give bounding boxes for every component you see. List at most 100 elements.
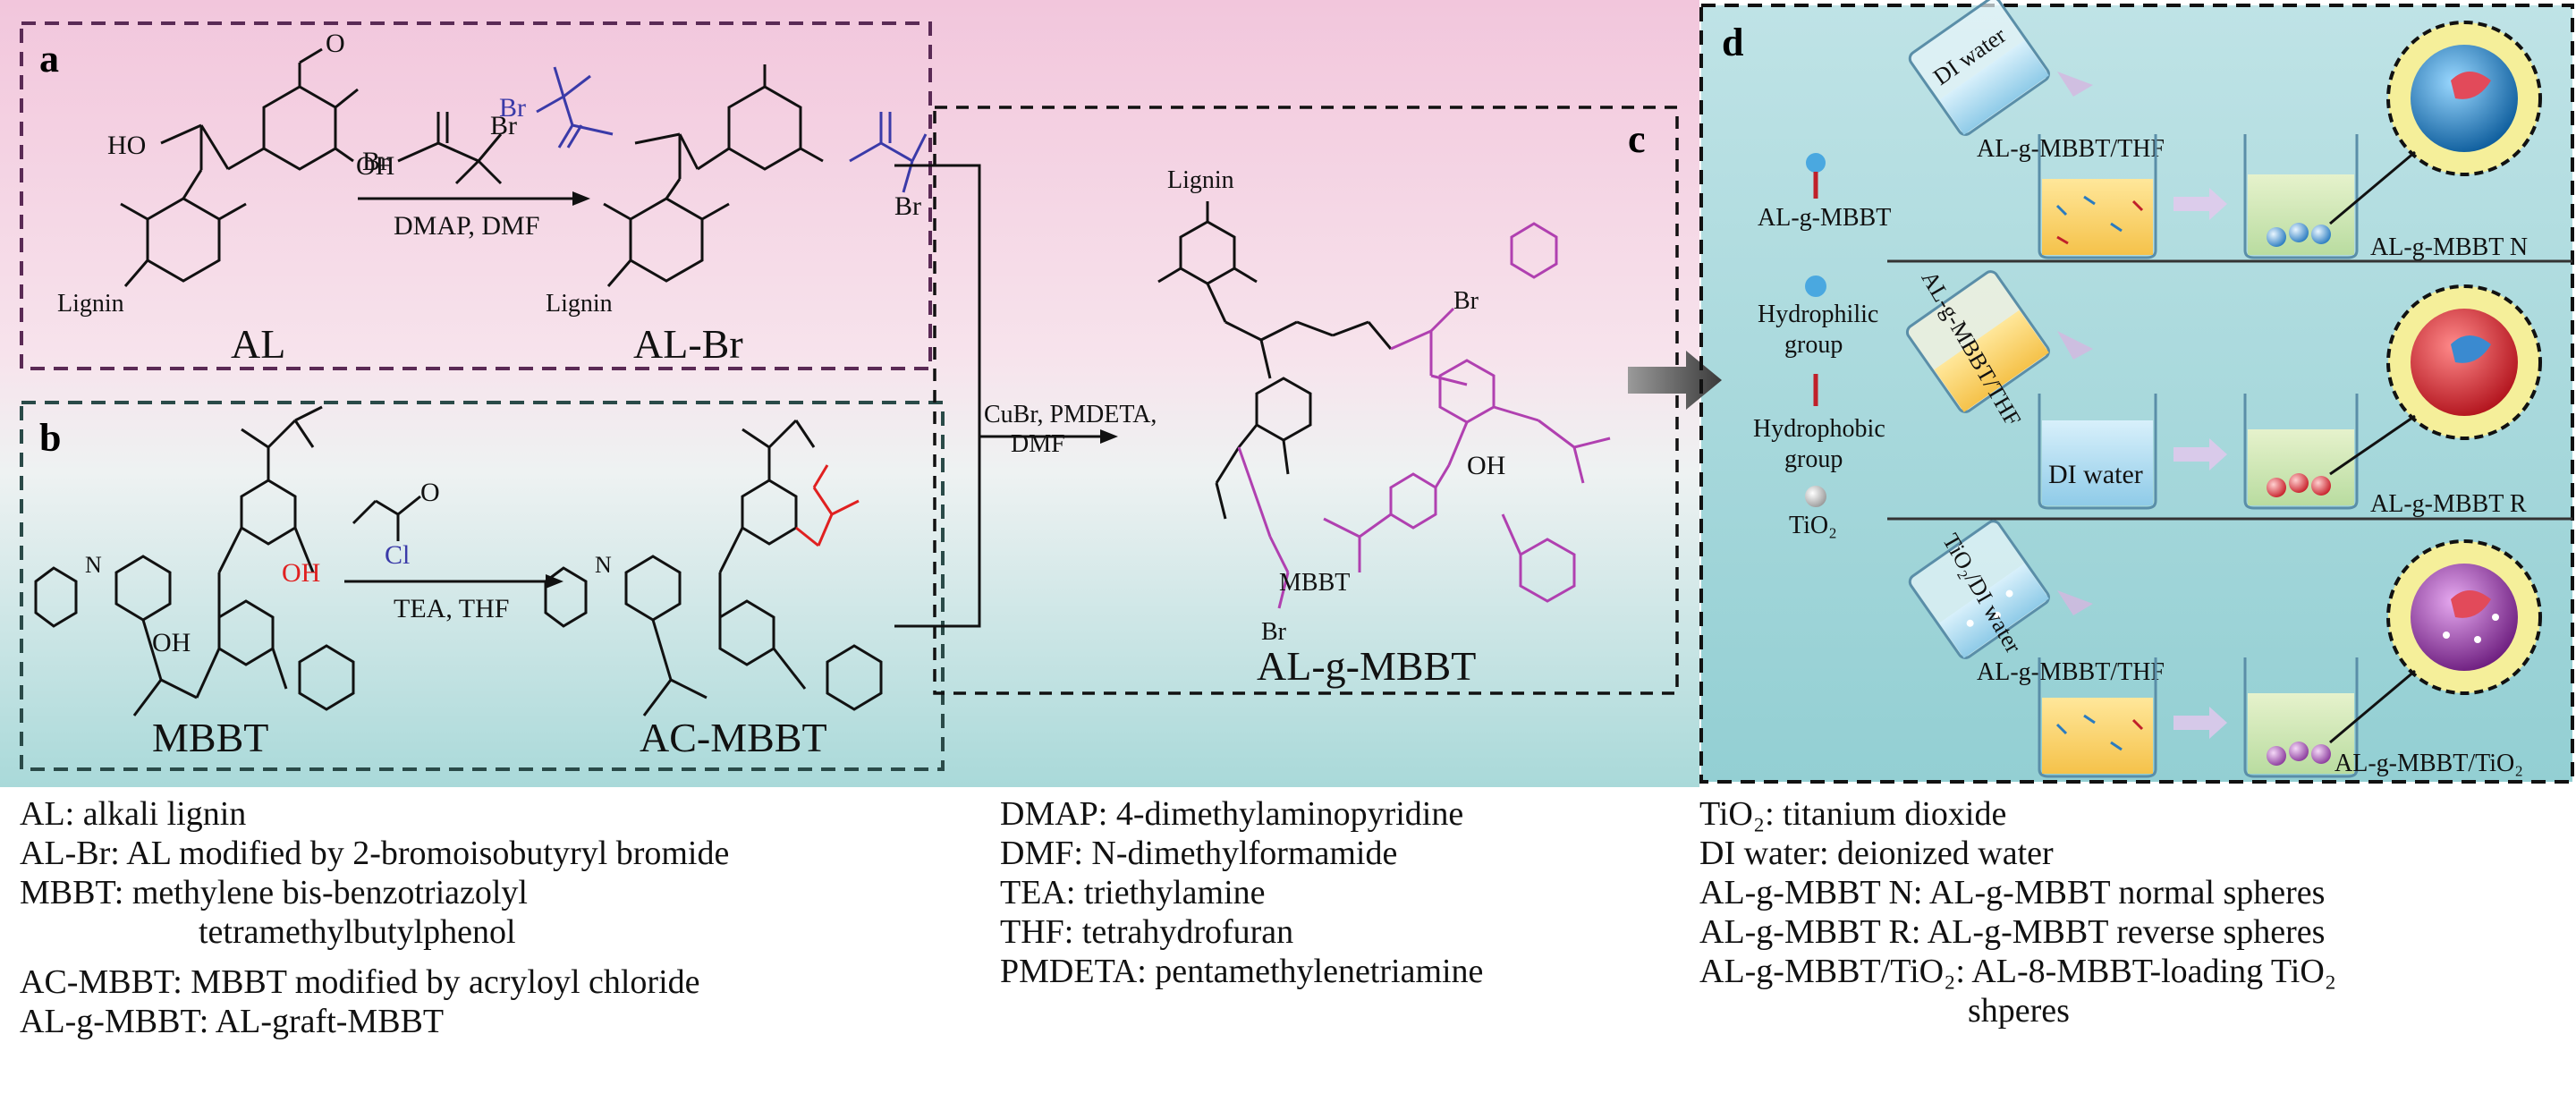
row-3-beaker-label: AL-g-MBBT/THF (1977, 658, 2165, 686)
panel-c-frame (933, 106, 1679, 695)
glossary-di-water: DI water: deionized water (1699, 835, 2054, 872)
row-2-stream-arrow (2057, 331, 2093, 360)
beaker-green-3 (2243, 657, 2359, 778)
glossary-ac-mbbt: AC-MBBT: MBBT modified by acryloyl chlor… (20, 963, 700, 1001)
glossary-mbbt-cont: tetramethylbutylphenol (199, 913, 516, 951)
sphere-tio2-cut (2451, 590, 2491, 618)
pour-beaker-2 (1905, 270, 2050, 413)
row-1-result: AL-g-MBBT N (2370, 233, 2528, 261)
al-g-mbbt-lignin-core (1157, 201, 1393, 520)
reaction-arrowhead-a (572, 191, 590, 206)
panel-b-label: b (39, 416, 61, 460)
glossary-tio2: TiO₂: titanium dioxide (1699, 795, 2007, 833)
row-1-stream-arrow (2057, 72, 2093, 97)
glossary-pmdeta: PMDETA: pentamethylenetriamine (1000, 953, 1484, 990)
legend-hydrophilic-2: group (1784, 331, 1843, 359)
beaker-green-1 (2243, 134, 2359, 259)
c-br-top: Br (1453, 287, 1479, 315)
conditions-b: TEA, THF (394, 594, 509, 623)
panel-c: c Lignin (933, 106, 1679, 695)
beaker-green-2 (2243, 394, 2359, 510)
panel-b: b OH OH N MBBT (20, 401, 945, 771)
row-1-flow-arrow (2174, 188, 2227, 220)
al-br-lignin-label: Lignin (546, 290, 613, 318)
row-2-beaker-label: DI water (2048, 460, 2143, 489)
panel-a: a HO OH O Lignin AL (20, 21, 932, 370)
panel-d: d AL-g-MBBT Hydrophilic group Hydrophobi… (1699, 0, 2574, 784)
glossary-tea: TEA: triethylamine (1000, 874, 1266, 911)
reaction-arrowhead-c (1100, 429, 1118, 444)
row-2-flow-arrow (2174, 438, 2227, 470)
reagent-cl: Cl (385, 540, 410, 570)
al-br-structure (603, 64, 824, 287)
al-ome-label: O (326, 29, 345, 58)
glossary-al-g-mbbt-r: AL-g-MBBT R: AL-g-MBBT reverse spheres (1699, 913, 2326, 951)
beaker-yellow-3 (2038, 657, 2157, 778)
legend-hydrophobic-1: Hydrophobic (1753, 415, 1885, 443)
glossary-al: AL: alkali lignin (20, 795, 247, 833)
beaker-yellow-1 (2038, 134, 2157, 259)
al-name: AL (231, 321, 285, 367)
mbbt-n-label: N (85, 552, 102, 578)
reaction-scheme-figure: a HO OH O Lignin AL (0, 0, 2574, 787)
transition-arrow (1628, 351, 1722, 410)
al-br-bromo-groups (536, 66, 928, 193)
glossary-column-2: DMAP: 4-dimethylaminopyridine DMF: N-dim… (1000, 794, 1483, 991)
graft-chains (1237, 222, 1611, 609)
acryloyl-chloride (352, 495, 421, 541)
connector-a-to-c (894, 164, 981, 437)
panel-d-label: d (1722, 21, 1743, 64)
panel-c-label: c (1628, 117, 1646, 161)
c-mbbt-label: MBBT (1279, 569, 1350, 597)
al-lignin-label: Lignin (57, 290, 124, 318)
panel-d-frame (1699, 4, 2574, 784)
glossary-al-g-mbbt: AL-g-MBBT: AL-graft-MBBT (20, 1003, 445, 1040)
glossary-column-3: TiO₂: titanium dioxide DI water: deioniz… (1699, 794, 2336, 1030)
mbbt-structure (34, 405, 355, 716)
al-oh-label: OH (356, 151, 394, 181)
row-2-result: AL-g-MBBT R (2370, 490, 2527, 518)
glossary-thf: THF: tetrahydrofuran (1000, 913, 1294, 951)
conditions-c-1: CuBr, PMDETA, (984, 401, 1157, 428)
reagent-o: O (420, 478, 440, 507)
beaker-blue-2 (2038, 394, 2157, 510)
sphere-reverse-cut (2451, 335, 2491, 363)
reagent-br-right: Br (490, 111, 517, 140)
c-product-name: AL-g-MBBT (1257, 643, 1476, 689)
legend-hydrophilic-dot (1805, 276, 1826, 297)
al-structure (120, 47, 359, 287)
panel-d-legend: AL-g-MBBT Hydrophilic group Hydrophobic … (1753, 153, 1891, 539)
pour-beaker-1 (1908, 0, 2050, 136)
conditions-a: DMAP, DMF (394, 211, 539, 241)
glossary-dmap: DMAP: 4-dimethylaminopyridine (1000, 795, 1464, 833)
pour-beaker-3 (1908, 520, 2050, 659)
sphere-normal-cut (2451, 72, 2491, 99)
al-ho-label: HO (107, 131, 146, 160)
ac-mbbt-n-label: N (595, 552, 612, 578)
ac-mbbt-name: AC-MBBT (640, 715, 827, 760)
legend-hydrophobic-2: group (1784, 445, 1843, 473)
panel-b-frame (20, 401, 945, 771)
panel-a-label: a (39, 37, 59, 81)
conditions-c-2: DMF (1011, 430, 1065, 458)
zoom-connector-2 (2329, 414, 2416, 476)
glossary-column-1: AL: alkali lignin AL-Br: AL modified by … (20, 794, 729, 1041)
legend-hydrophilic-1: Hydrophilic (1758, 301, 1878, 328)
acrylate-group (795, 464, 860, 547)
al-br-br-top: Br (499, 93, 526, 123)
c-oh-label: OH (1467, 451, 1505, 480)
mbbt-oh-label: OH (152, 628, 191, 657)
row-1-beaker-label: AL-g-MBBT/THF (1977, 135, 2165, 163)
zoom-connector-1 (2329, 150, 2416, 225)
ac-mbbt-structure (544, 419, 883, 716)
row-3: TiO₂/DI water AL-g-MBBT/THF (1908, 520, 2542, 778)
glossary-al-br: AL-Br: AL modified by 2-bromoisobutyryl … (20, 835, 730, 872)
legend-tio2-dot (1805, 486, 1826, 507)
glossary-al-g-mbbt-n: AL-g-MBBT N: AL-g-MBBT normal spheres (1699, 874, 2326, 911)
al-br-name: AL-Br (633, 321, 743, 367)
connector-b-to-c (894, 435, 1100, 628)
al-br-br-right: Br (894, 191, 921, 221)
row-1: DI water AL-g-MBBT/THF (1908, 0, 2542, 261)
legend-tio2-label: TiO₂ (1789, 512, 1837, 539)
panel-a-frame (20, 21, 932, 370)
